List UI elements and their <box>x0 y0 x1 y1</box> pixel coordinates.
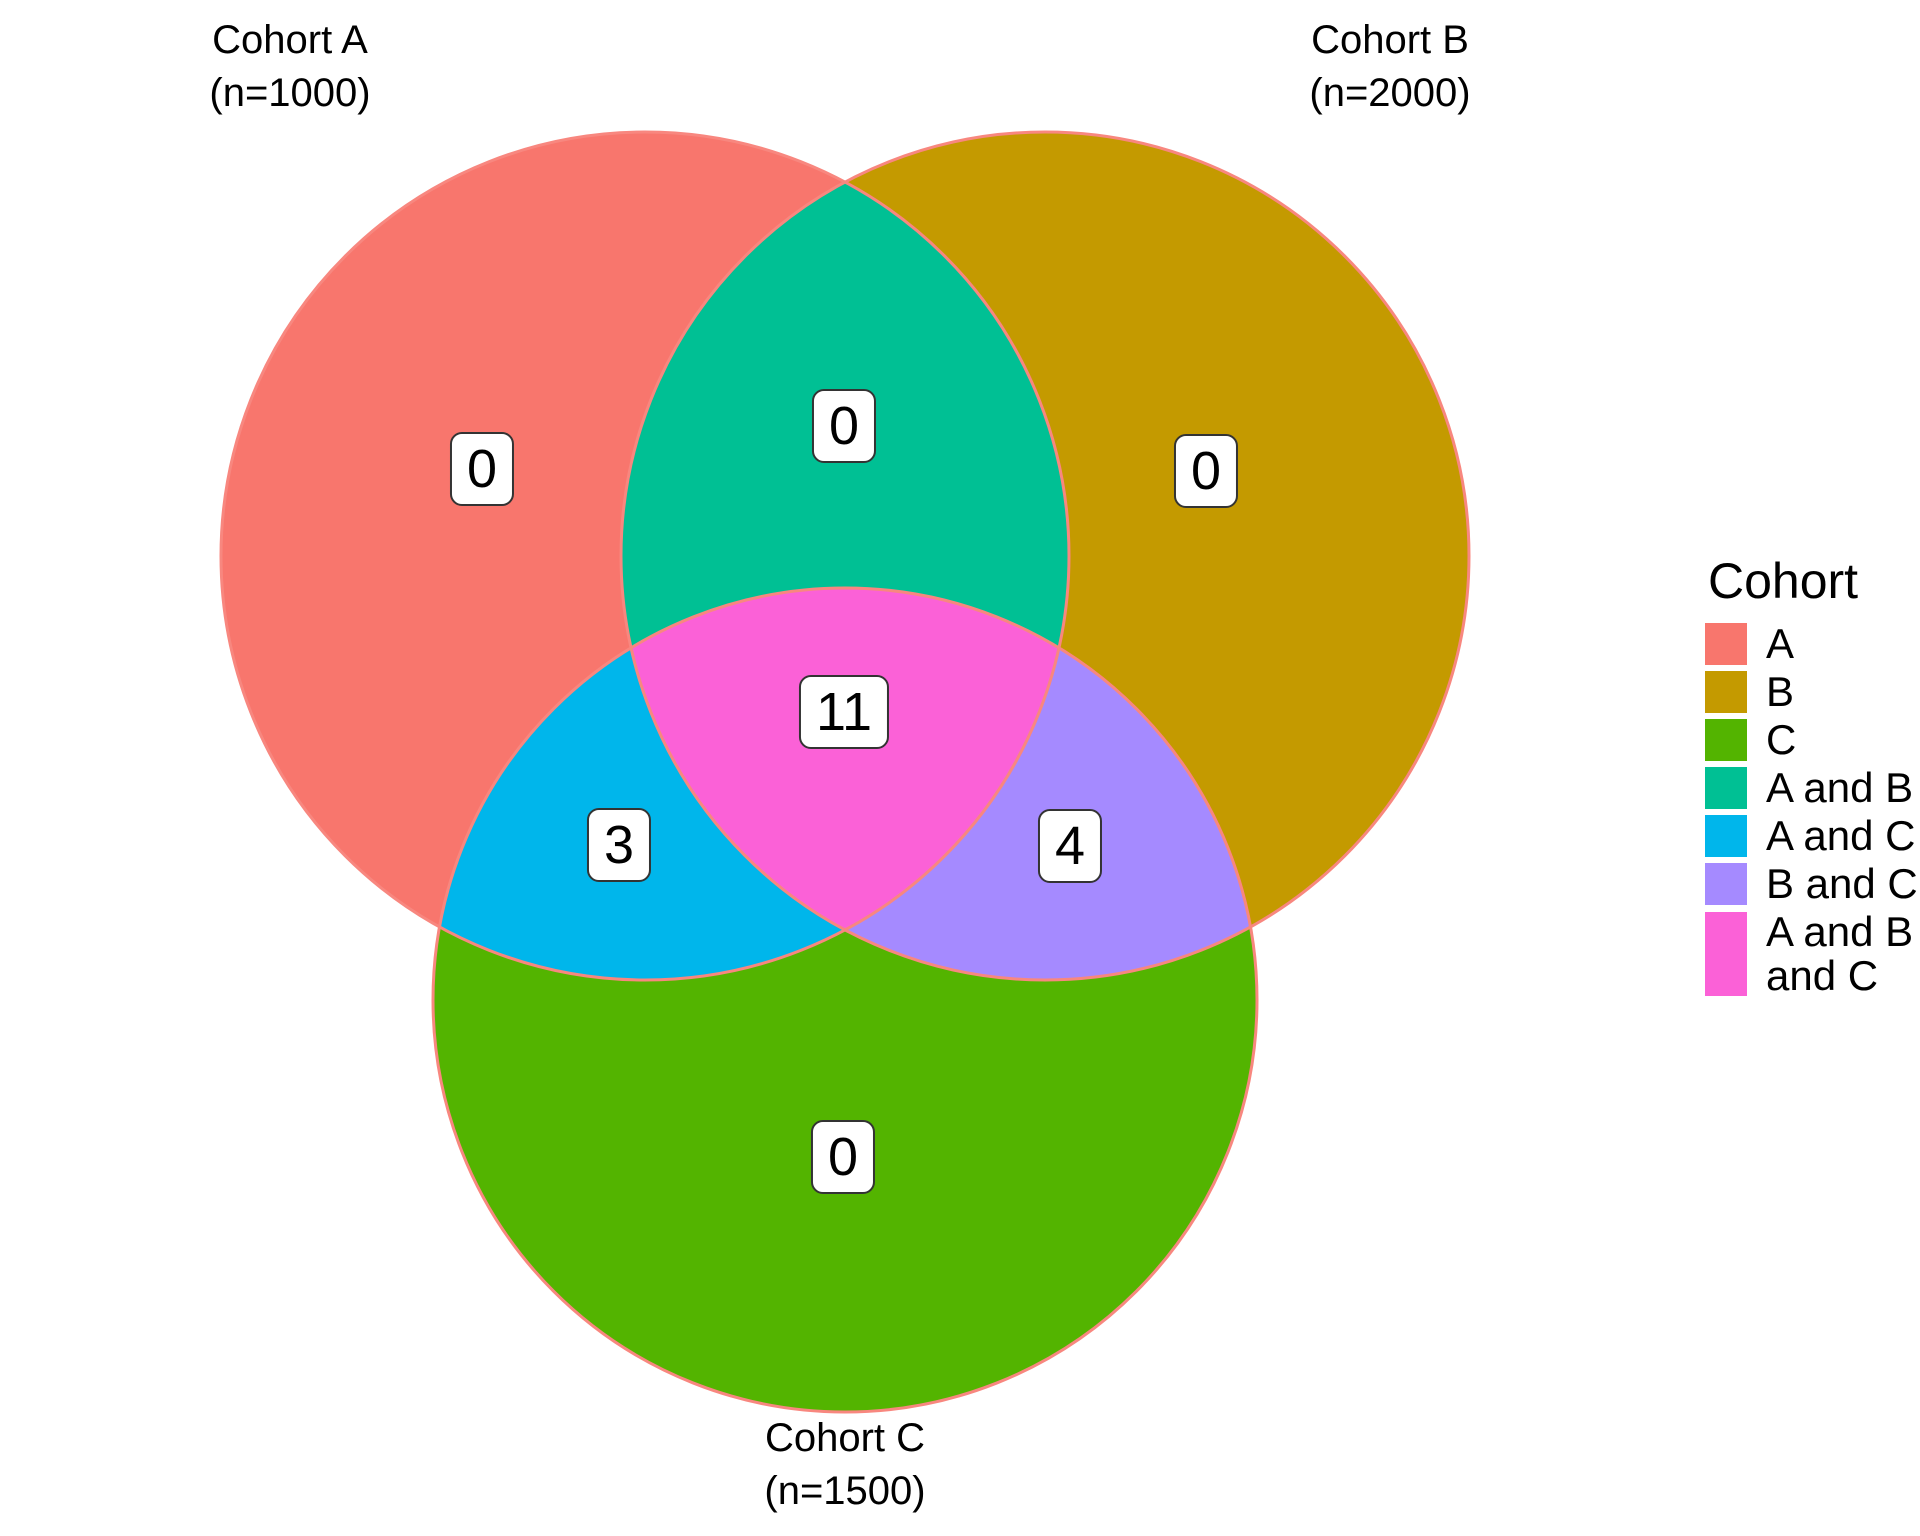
legend-swatch-c <box>1705 719 1747 761</box>
cohort-b-title-n: (n=2000) <box>1309 71 1471 115</box>
legend-swatch-b-and-c <box>1705 863 1747 905</box>
cohort-c-title-name: Cohort C <box>764 1416 926 1460</box>
circle-outlines <box>219 130 1471 1414</box>
cohort-c-title-n: (n=1500) <box>764 1469 926 1513</box>
count-a-b-c: 11 <box>798 675 890 749</box>
legend-item-label: A and C <box>1766 812 1916 859</box>
count-c-only: 0 <box>810 1120 876 1194</box>
legend-item-b-and-c: B and C <box>1705 862 1918 906</box>
count-a-and-b: 0 <box>811 389 877 463</box>
legend-item-label: A and B and C <box>1766 910 1913 998</box>
legend-swatch-a <box>1705 623 1747 665</box>
circle-c-outline <box>431 586 1259 1414</box>
legend-item-a-and-c: A and C <box>1705 814 1918 858</box>
circle-a-outline <box>219 130 1071 982</box>
legend-item-a: A <box>1705 622 1918 666</box>
legend-item-c: C <box>1705 718 1918 762</box>
cohort-c-title: Cohort C (n=1500) <box>764 1412 925 1518</box>
count-b-only: 0 <box>1173 434 1239 508</box>
count-a-and-c: 3 <box>586 808 652 882</box>
cohort-a-title-name: Cohort A <box>212 18 368 62</box>
count-a-only: 0 <box>449 432 515 506</box>
legend-item-label: C <box>1766 716 1797 763</box>
legend-swatch-a-and-b <box>1705 767 1747 809</box>
legend-swatch-b <box>1705 671 1747 713</box>
cohort-a-title: Cohort A (n=1000) <box>209 14 370 120</box>
legend-item-label: B <box>1766 668 1795 715</box>
legend-title: Cohort <box>1708 553 1859 609</box>
legend-swatch-a-b-c <box>1705 912 1747 996</box>
region-a-b-c <box>621 588 1069 980</box>
legend-item-label-line1: A and B <box>1766 908 1914 955</box>
legend-items: A B C A and B A and C B and C <box>1705 622 1918 998</box>
legend-item-label: A and B <box>1766 764 1914 811</box>
cohort-b-title-name: Cohort B <box>1311 18 1469 62</box>
circle-b-outline <box>619 130 1471 982</box>
legend-item-a-b-c: A and B and C <box>1705 910 1918 998</box>
count-b-and-c: 4 <box>1037 809 1103 883</box>
legend-swatch-a-and-c <box>1705 815 1747 857</box>
legend: Cohort A B C A and B A and C <box>1705 556 1918 998</box>
legend-item-label: B and C <box>1766 860 1918 907</box>
legend-item-b: B <box>1705 670 1918 714</box>
legend-item-a-and-b: A and B <box>1705 766 1918 810</box>
cohort-b-title: Cohort B (n=2000) <box>1309 14 1470 120</box>
legend-item-label: A <box>1766 620 1795 667</box>
legend-item-label-line2: and C <box>1766 952 1879 999</box>
cohort-a-title-n: (n=1000) <box>209 71 371 115</box>
